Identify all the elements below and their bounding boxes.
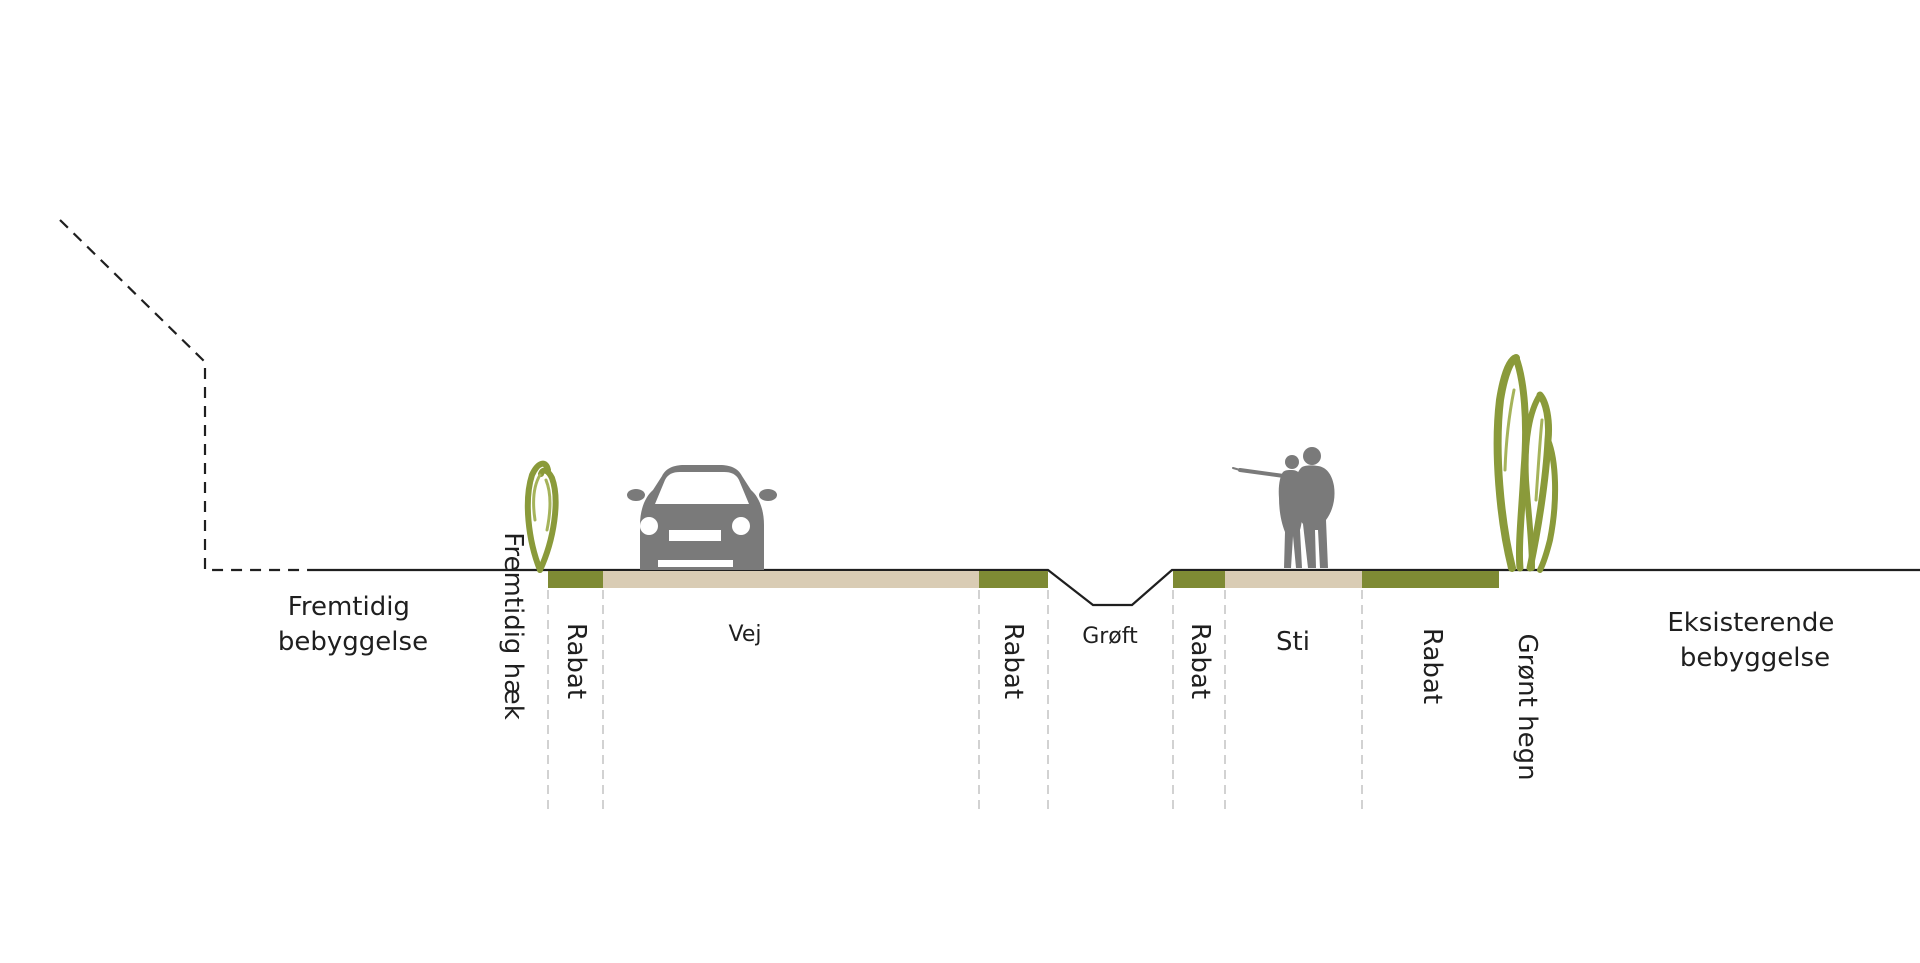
label-road: Vej: [729, 622, 762, 647]
green-fence-plant-icon: [1493, 354, 1559, 573]
verge-strip-2: [979, 571, 1048, 588]
label-existing-buildings: Eksisterende bebyggelse: [1667, 608, 1842, 673]
verge-strip-3: [1173, 571, 1225, 588]
label-ditch: Grøft: [1082, 624, 1138, 649]
verge-strip-1: [548, 571, 603, 588]
verge-strip-4: [1362, 571, 1499, 588]
label-future-buildings-line2: bebyggelse: [278, 627, 428, 657]
label-future-hedge: Fremtidig hæk: [498, 532, 528, 719]
label-future-buildings-line1: Fremtidig: [288, 592, 410, 622]
label-existing-buildings-line1: Eksisterende: [1667, 608, 1834, 638]
car-icon: [627, 465, 777, 570]
road-surface: [603, 571, 979, 588]
path-surface: [1225, 571, 1362, 588]
label-path: Sti: [1276, 627, 1310, 657]
zone-guides: [547, 590, 1363, 810]
label-green-fence: Grønt hegn: [1512, 633, 1542, 780]
pedestrians-icon: [1232, 447, 1335, 568]
label-verge-4: Rabat: [1417, 628, 1447, 704]
label-future-buildings: Fremtidig bebyggelse: [278, 592, 428, 657]
hedge-plant-icon: [524, 460, 559, 573]
label-verge-3: Rabat: [1185, 623, 1215, 699]
label-verge-1: Rabat: [561, 623, 591, 699]
ground-line: [315, 568, 1920, 607]
label-verge-2: Rabat: [998, 623, 1028, 699]
label-existing-buildings-line2: bebyggelse: [1680, 643, 1830, 673]
future-building-outline: [59, 219, 315, 572]
